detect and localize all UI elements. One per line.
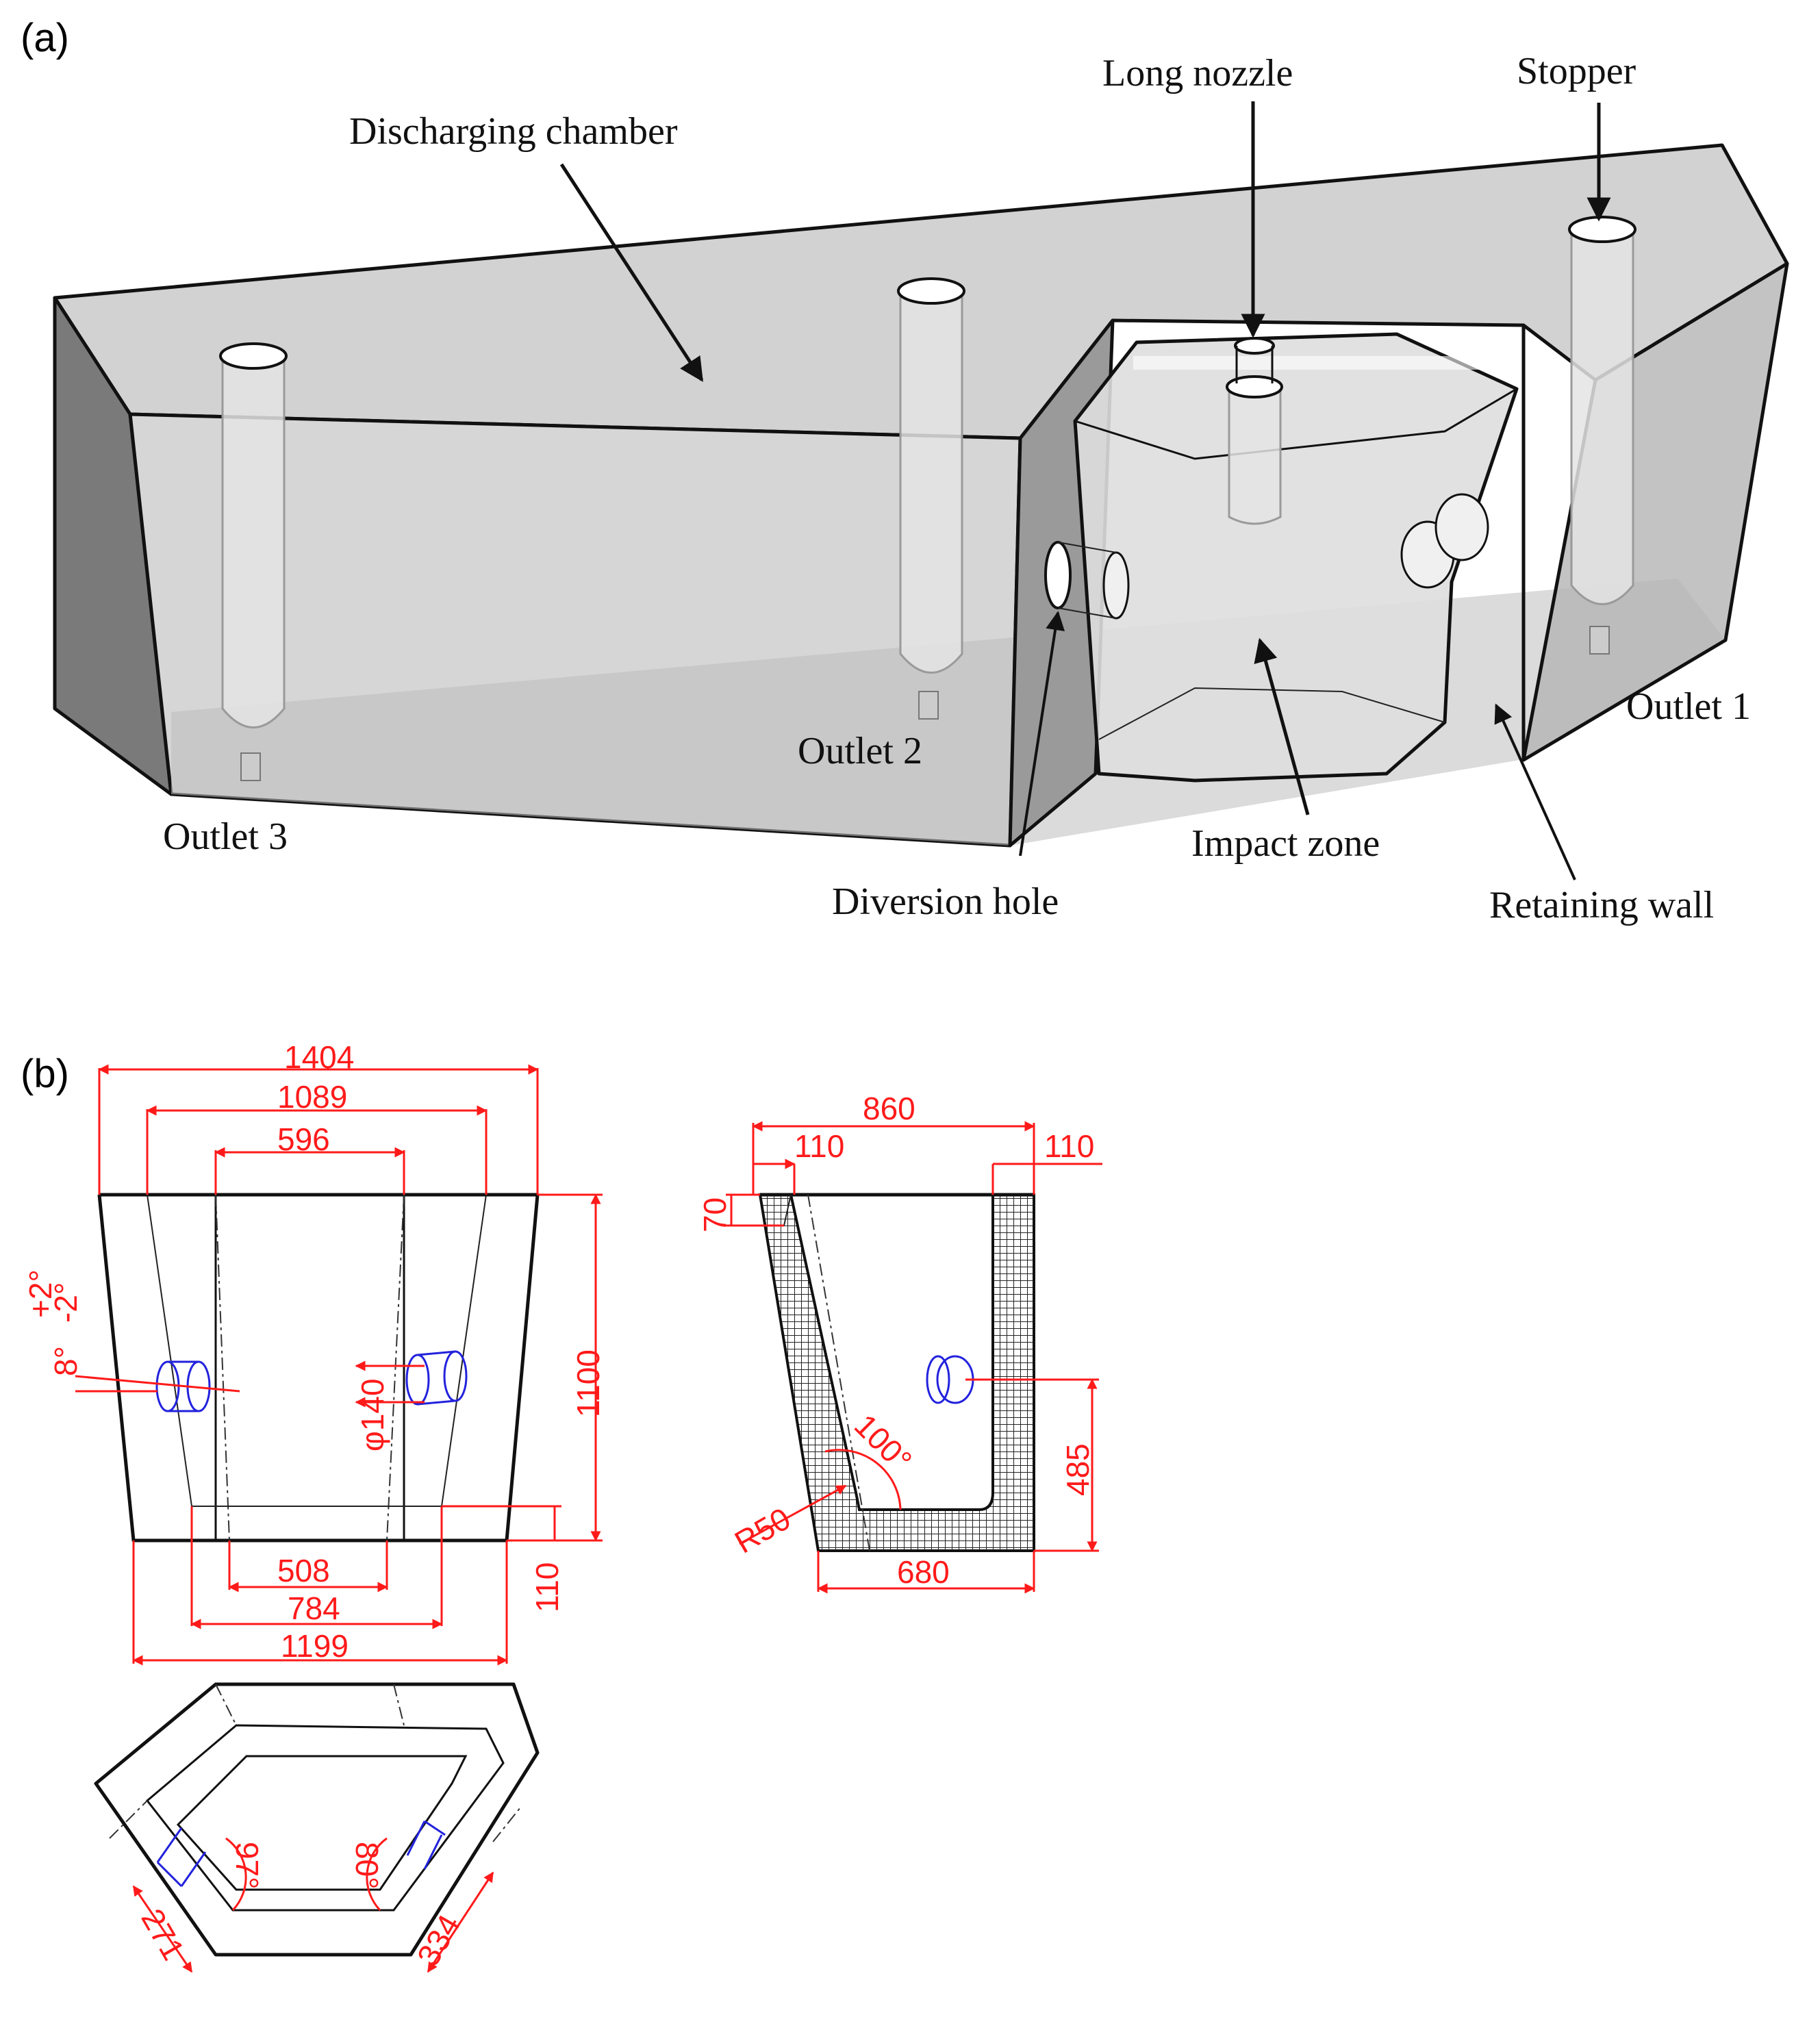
dim-angle-97: 97° (229, 1842, 265, 1890)
stopper-outlet1 (1568, 216, 1636, 655)
dim-tol-minus: -2° (48, 1282, 84, 1323)
stopper-outlet2 (897, 277, 965, 720)
dim-angle-8: 8° (48, 1346, 84, 1376)
dim-680: 680 (897, 1554, 950, 1590)
diversion-hole-left (1044, 541, 1130, 620)
front-view-dimensions (98, 1064, 603, 1666)
dim-596: 596 (277, 1121, 330, 1157)
label-stopper: Stopper (1517, 50, 1636, 92)
dim-1089: 1089 (277, 1079, 347, 1115)
front-hole-right (405, 1350, 468, 1406)
top-hole-right (406, 1820, 446, 1870)
panel-a-label: (a) (21, 16, 69, 60)
label-long-nozzle: Long nozzle (1102, 52, 1293, 94)
side-wall-hatched (758, 1193, 1035, 1552)
dim-1199: 1199 (281, 1628, 349, 1664)
label-outlet-3: Outlet 3 (163, 815, 288, 858)
dim-860: 860 (863, 1091, 915, 1126)
side-view-drawing (739, 1193, 1035, 1552)
dim-1100: 1100 (570, 1349, 606, 1417)
impact-zone-box (1073, 332, 1519, 783)
top-hole-left (156, 1827, 207, 1888)
dim-tol-plus: +2° (23, 1269, 58, 1318)
long-nozzle (1226, 337, 1283, 525)
label-outlet-1: Outlet 1 (1626, 685, 1751, 728)
dim-110-right: 110 (1044, 1128, 1094, 1164)
dim-phi140: φ140 (355, 1378, 390, 1451)
dim-angle-100: 100° (848, 1407, 919, 1478)
dim-508: 508 (277, 1553, 330, 1588)
dim-angle-80: 80° (349, 1842, 385, 1890)
label-retaining-wall: Retaining wall (1489, 884, 1714, 926)
side-view-dimensions (726, 1121, 1102, 1594)
label-outlet-2: Outlet 2 (798, 730, 922, 772)
label-diversion-hole: Diversion hole (832, 880, 1059, 923)
stopper-outlet3 (219, 342, 288, 781)
dim-r50: R50 (729, 1500, 796, 1560)
top-view-drawing (94, 1682, 540, 1973)
dim-70: 70 (697, 1197, 733, 1232)
tundish-3d-model (53, 101, 1789, 880)
label-discharging-chamber: Discharging chamber (349, 110, 678, 153)
dim-110-left: 110 (794, 1128, 844, 1164)
dim-271: 271 (134, 1903, 191, 1966)
panel-b-label: (b) (21, 1052, 69, 1096)
dim-110-base: 110 (529, 1562, 565, 1612)
dim-1404: 1404 (284, 1039, 354, 1075)
dim-334: 334 (410, 1909, 467, 1972)
dim-485: 485 (1060, 1443, 1096, 1496)
front-view-drawing (75, 1193, 540, 1543)
label-impact-zone: Impact zone (1191, 822, 1380, 865)
diversion-hole-right (1400, 493, 1489, 589)
dim-784: 784 (288, 1590, 340, 1626)
